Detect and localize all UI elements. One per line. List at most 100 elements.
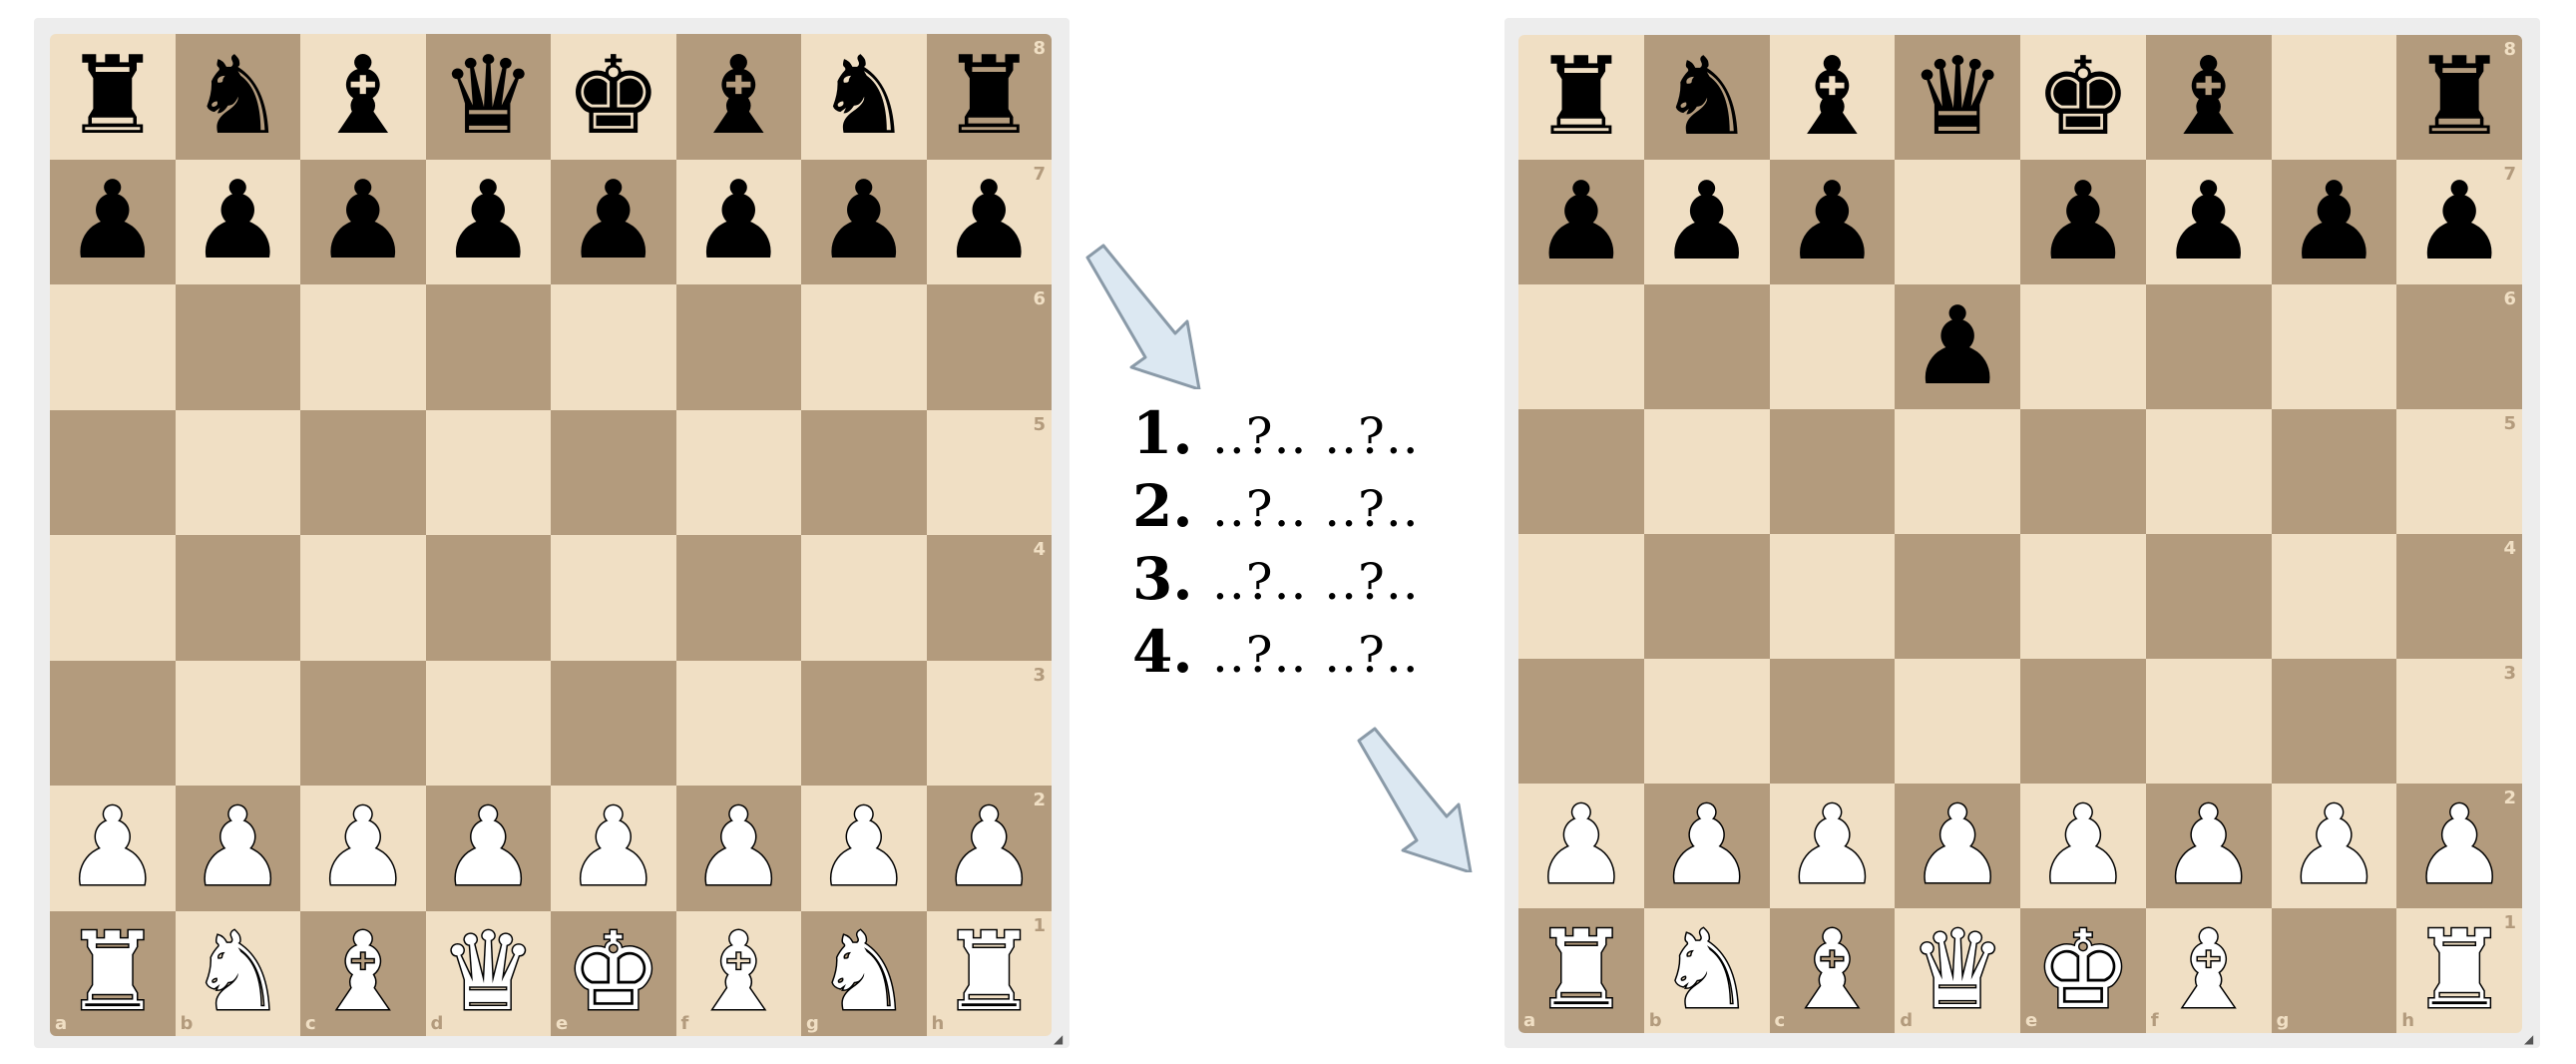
square-a3[interactable] (1518, 659, 1644, 784)
square-h8[interactable]: ♜8 (2396, 35, 2522, 160)
square-a6[interactable] (50, 284, 176, 410)
white-king-icon[interactable]: ♚ (564, 910, 663, 1036)
square-g2[interactable]: ♟ (2271, 784, 2397, 908)
square-d3[interactable] (425, 660, 551, 786)
white-pawn-icon[interactable]: ♟ (313, 785, 413, 910)
square-a1[interactable]: ♜a (50, 910, 176, 1036)
square-h3[interactable]: 3 (926, 660, 1052, 786)
white-rook-icon[interactable]: ♜ (1531, 907, 1631, 1033)
white-bishop-icon[interactable]: ♝ (1782, 907, 1882, 1033)
square-a7[interactable]: ♟ (1518, 160, 1644, 284)
square-f1[interactable]: ♝f (675, 910, 801, 1036)
white-bishop-icon[interactable]: ♝ (313, 910, 413, 1036)
square-b2[interactable]: ♟ (1643, 783, 1770, 908)
white-knight-icon[interactable]: ♞ (188, 910, 287, 1036)
black-pawn-icon[interactable]: ♟ (2410, 159, 2508, 284)
white-rook-icon[interactable]: ♜ (939, 910, 1039, 1036)
white-pawn-icon[interactable]: ♟ (564, 785, 663, 910)
square-d2[interactable]: ♟ (425, 786, 551, 911)
square-f3[interactable] (2145, 659, 2272, 784)
white-pawn-icon[interactable]: ♟ (2409, 783, 2509, 908)
square-c2[interactable]: ♟ (1769, 784, 1896, 908)
square-d6[interactable]: ♟ (1895, 284, 2020, 409)
black-knight-icon[interactable]: ♞ (1658, 35, 1756, 160)
resize-handle-icon[interactable]: ◢ (1054, 1032, 1064, 1046)
black-knight-icon[interactable]: ♞ (815, 34, 913, 159)
square-c4[interactable] (1769, 534, 1896, 659)
white-pawn-icon[interactable]: ♟ (814, 785, 914, 910)
white-pawn-icon[interactable]: ♟ (2033, 783, 2133, 908)
white-pawn-icon[interactable]: ♟ (688, 785, 788, 910)
square-c7[interactable]: ♟ (300, 159, 426, 284)
square-a2[interactable]: ♟ (1518, 784, 1644, 908)
black-bishop-icon[interactable]: ♝ (2160, 35, 2258, 160)
square-e7[interactable]: ♟ (2020, 160, 2146, 284)
square-c6[interactable] (300, 284, 426, 410)
white-knight-icon[interactable]: ♞ (814, 910, 914, 1036)
square-g7[interactable]: ♟ (2271, 159, 2397, 284)
square-d1[interactable]: ♛d (1895, 908, 2020, 1033)
square-g5[interactable] (2271, 409, 2397, 534)
black-pawn-icon[interactable]: ♟ (1783, 159, 1881, 284)
white-pawn-icon[interactable]: ♟ (939, 785, 1039, 910)
white-rook-icon[interactable]: ♜ (2409, 907, 2509, 1033)
square-d7[interactable] (1895, 160, 2020, 284)
square-d5[interactable] (1895, 409, 2020, 534)
square-e6[interactable] (551, 284, 676, 410)
white-pawn-icon[interactable]: ♟ (1531, 783, 1631, 908)
square-e6[interactable] (2020, 284, 2146, 409)
square-a8[interactable]: ♜ (50, 34, 176, 160)
black-pawn-icon[interactable]: ♟ (64, 159, 162, 284)
square-f5[interactable] (675, 409, 801, 535)
square-b8[interactable]: ♞ (1643, 35, 1770, 160)
square-e8[interactable]: ♚ (2020, 35, 2146, 160)
black-bishop-icon[interactable]: ♝ (1783, 35, 1881, 160)
square-b8[interactable]: ♞ (175, 34, 300, 160)
square-g7[interactable]: ♟ (801, 159, 927, 284)
black-bishop-icon[interactable]: ♝ (314, 34, 412, 159)
square-e4[interactable] (2020, 534, 2146, 659)
black-pawn-icon[interactable]: ♟ (439, 159, 537, 284)
square-a3[interactable] (50, 660, 176, 786)
square-a8[interactable]: ♜ (1518, 35, 1644, 160)
square-d5[interactable] (425, 409, 551, 535)
white-knight-icon[interactable]: ♞ (1657, 907, 1757, 1033)
square-c8[interactable]: ♝ (300, 34, 426, 160)
square-e3[interactable] (551, 660, 676, 786)
square-c8[interactable]: ♝ (1769, 35, 1896, 160)
square-c1[interactable]: ♝c (1769, 907, 1896, 1033)
square-a5[interactable] (50, 409, 176, 535)
square-g8[interactable]: ♞ (801, 34, 927, 160)
white-pawn-icon[interactable]: ♟ (1657, 783, 1757, 908)
square-d7[interactable]: ♟ (425, 159, 551, 284)
square-f6[interactable] (675, 284, 801, 410)
black-pawn-icon[interactable]: ♟ (314, 159, 412, 284)
square-b3[interactable] (175, 660, 300, 786)
square-f5[interactable] (2145, 409, 2272, 534)
square-e1[interactable]: ♚e (551, 910, 676, 1036)
square-b6[interactable] (175, 284, 300, 410)
square-c5[interactable] (1769, 409, 1896, 534)
square-e2[interactable]: ♟ (551, 786, 676, 911)
square-h5[interactable]: 5 (2396, 409, 2522, 534)
square-f8[interactable]: ♝ (2145, 35, 2272, 160)
black-pawn-icon[interactable]: ♟ (2285, 159, 2382, 284)
black-pawn-icon[interactable]: ♟ (2160, 159, 2258, 284)
square-e3[interactable] (2020, 659, 2146, 784)
square-c5[interactable] (300, 409, 426, 535)
square-d6[interactable] (425, 284, 551, 410)
square-f7[interactable]: ♟ (675, 159, 801, 284)
square-g4[interactable] (801, 535, 927, 661)
square-e8[interactable]: ♚ (551, 34, 676, 160)
square-c6[interactable] (1769, 284, 1896, 409)
white-king-icon[interactable]: ♚ (2033, 907, 2133, 1033)
black-pawn-icon[interactable]: ♟ (1532, 159, 1630, 284)
white-pawn-icon[interactable]: ♟ (63, 785, 163, 910)
square-b1[interactable]: ♞b (175, 910, 300, 1036)
black-knight-icon[interactable]: ♞ (189, 34, 286, 159)
square-f6[interactable] (2145, 284, 2272, 409)
square-b4[interactable] (175, 535, 300, 661)
